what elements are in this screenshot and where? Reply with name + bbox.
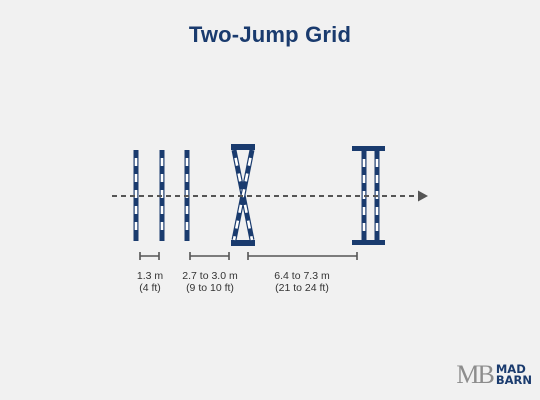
logo-word-bottom: BARN bbox=[495, 373, 532, 387]
ground-pole-1-stripe-4 bbox=[134, 222, 138, 230]
oxer-rail-front-stripe-0 bbox=[362, 159, 366, 167]
oxer-rail-front-stripe-1 bbox=[362, 175, 366, 183]
oxer-rail-back-stripe-0 bbox=[375, 159, 379, 167]
measurement-imperial-3: (21 to 24 ft) bbox=[275, 282, 329, 294]
oxer-rail-back-stripe-4 bbox=[375, 223, 379, 231]
ground-pole-1 bbox=[133, 150, 139, 241]
distance-marker-1 bbox=[139, 252, 160, 260]
logo-word-top: MAD bbox=[495, 362, 526, 376]
distance-marker-3 bbox=[247, 252, 358, 260]
ground-pole-2-stripe-1 bbox=[160, 174, 164, 182]
cross-standard-top bbox=[231, 144, 255, 150]
direction-arrow-icon bbox=[418, 190, 428, 202]
measurement-label-2: 2.7 to 3.0 m (9 to 10 ft) bbox=[168, 270, 252, 294]
ground-pole-3-stripe-4 bbox=[185, 222, 189, 230]
distance-markers bbox=[139, 252, 358, 260]
ground-pole-1-stripe-0 bbox=[134, 158, 138, 166]
ground-pole-2-stripe-2 bbox=[160, 190, 164, 198]
ground-pole-1-stripe-2 bbox=[134, 190, 138, 198]
oxer-rail-front-stripe-3 bbox=[362, 207, 366, 215]
oxer-rail-back-stripe-3 bbox=[375, 207, 379, 215]
measurement-label-1: 1.3 m (4 ft) bbox=[122, 270, 178, 294]
measurement-metric-1: 1.3 m bbox=[136, 270, 164, 282]
distance-marker-2 bbox=[189, 252, 230, 260]
ground-pole-2-stripe-3 bbox=[160, 206, 164, 214]
oxer-standard-top bbox=[352, 146, 385, 151]
cross-standard-bottom bbox=[231, 240, 255, 246]
ground-pole-2-stripe-0 bbox=[160, 158, 164, 166]
ground-pole-3-stripe-1 bbox=[185, 174, 189, 182]
page-title: Two-Jump Grid bbox=[188, 22, 352, 47]
logo-wordmark: MAD BARN bbox=[495, 362, 532, 387]
oxer-standard-bottom bbox=[352, 240, 385, 245]
ground-pole-1-stripe-1 bbox=[134, 174, 138, 182]
ground-pole-2-stripe-4 bbox=[160, 222, 164, 230]
oxer-rail-back-stripe-1 bbox=[375, 175, 379, 183]
measurement-metric-2: 2.7 to 3.0 m bbox=[182, 270, 238, 282]
measurement-label-3: 6.4 to 7.3 m (21 to 24 ft) bbox=[258, 270, 346, 294]
measurement-imperial-2: (9 to 10 ft) bbox=[186, 282, 234, 294]
mad-barn-logo: MB MAD BARN bbox=[456, 362, 532, 388]
measurement-metric-3: 6.4 to 7.3 m bbox=[274, 270, 330, 282]
oxer-rail-front-stripe-4 bbox=[362, 223, 366, 231]
logo-mark: MB bbox=[456, 360, 494, 389]
ground-pole-3-stripe-2 bbox=[185, 190, 189, 198]
ground-pole-1-stripe-3 bbox=[134, 206, 138, 214]
measurement-imperial-1: (4 ft) bbox=[139, 282, 161, 294]
ground-pole-3-stripe-3 bbox=[185, 206, 189, 214]
ground-pole-3-stripe-0 bbox=[185, 158, 189, 166]
